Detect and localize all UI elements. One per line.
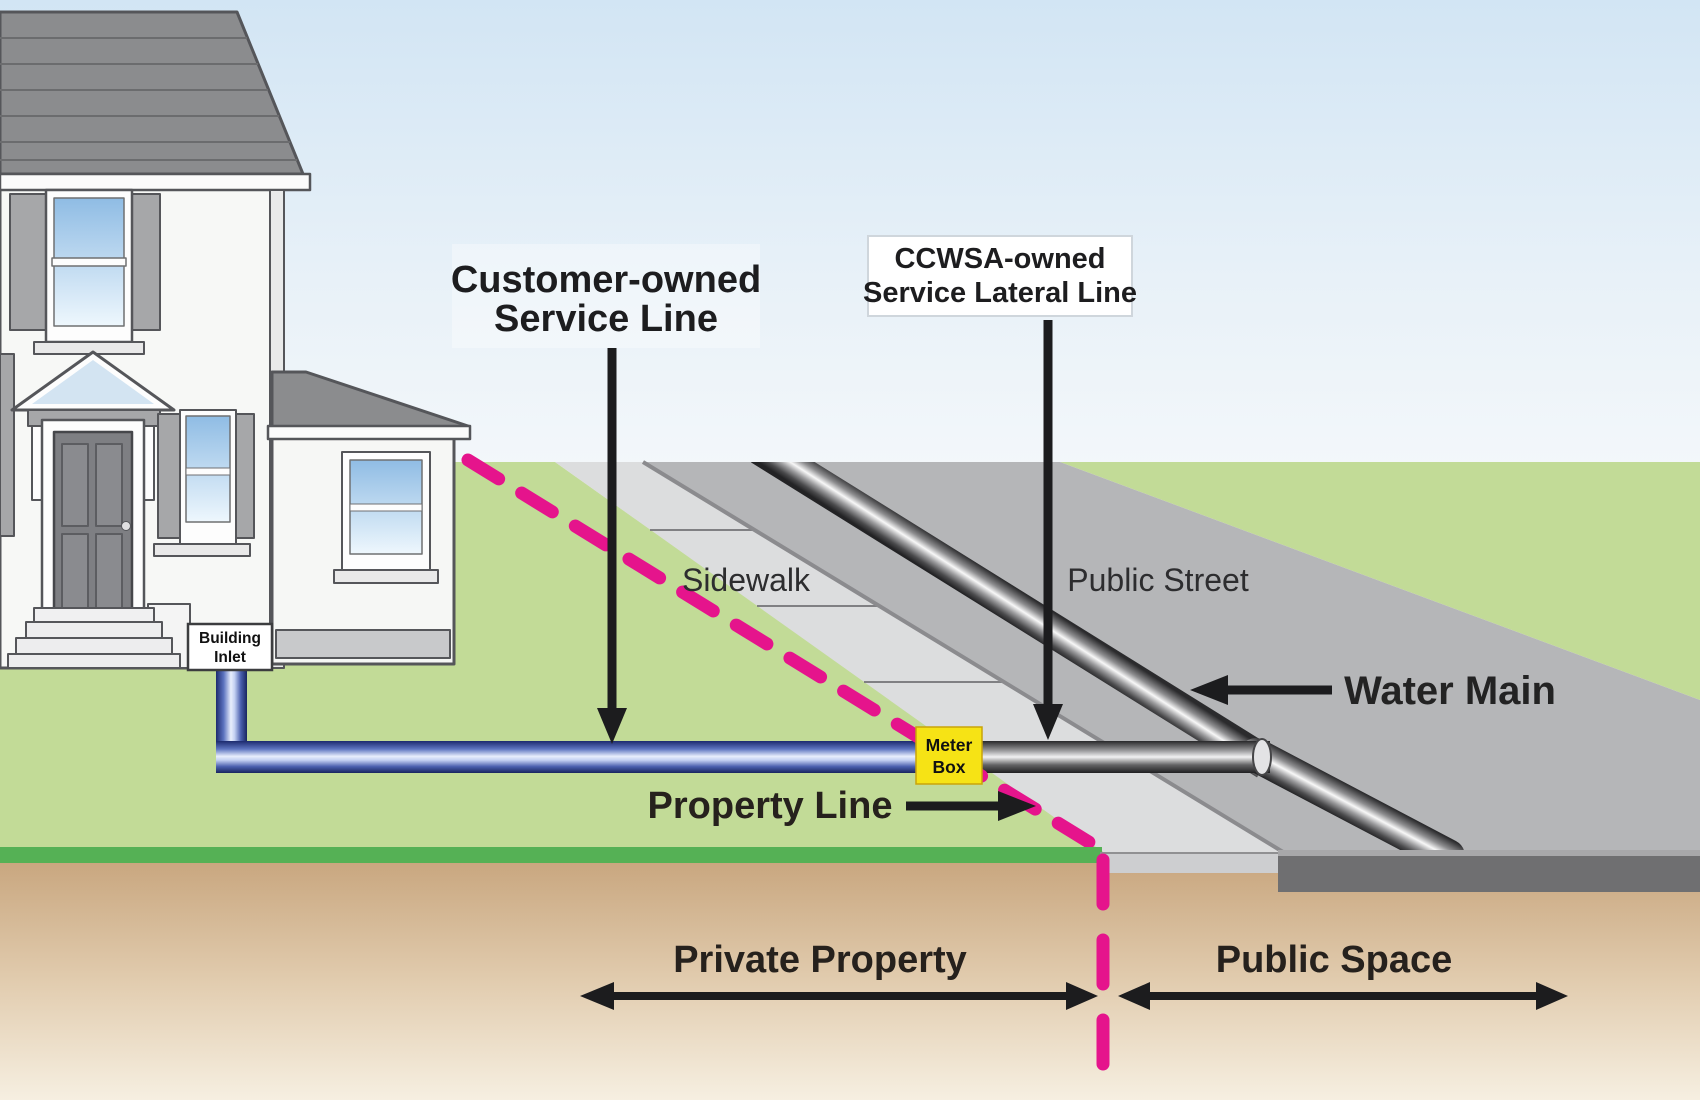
customer-service-line-label-line2: Service Line (494, 298, 718, 340)
property-line-dashed-diagonal (461, 453, 1099, 851)
house-roof (0, 10, 312, 192)
house (0, 10, 472, 670)
building-inlet-label: Building Inlet (186, 622, 274, 672)
public-street-label: Public Street (1067, 562, 1249, 598)
door-side-window (153, 409, 255, 557)
water-main-pipe-upper (751, 462, 1275, 778)
public-space-arrow (1118, 982, 1568, 1010)
customer-service-line-label-line1: Customer-owned (451, 259, 761, 301)
meter-box-label-line1: Meter (926, 735, 973, 755)
house-wing (266, 370, 472, 666)
public-space-label: Public Space (1216, 939, 1453, 981)
water-main-label: Water Main (1344, 669, 1556, 713)
wing-window (333, 451, 439, 584)
street-cross-section (1278, 850, 1700, 892)
private-property-label: Private Property (673, 939, 967, 981)
grass-edge-strip (0, 847, 1102, 863)
ccwsa-label-line2: Service Lateral Line (863, 277, 1137, 309)
front-steps (7, 603, 191, 669)
property-line-label: Property Line (648, 785, 893, 827)
private-property-arrow (580, 982, 1098, 1010)
building-inlet-label-line1: Building (199, 630, 261, 647)
ccwsa-lateral-arrow (1033, 320, 1063, 740)
curb-line (641, 460, 1285, 854)
water-main-arrow (1190, 675, 1332, 705)
left-window-shutter (0, 353, 15, 537)
service-line-pipe-horizontal (216, 741, 982, 773)
meter-box: Meter Box (915, 726, 983, 785)
meter-box-label-line2: Box (932, 757, 965, 777)
ccwsa-label-box: CCWSA-owned Service Lateral Line (863, 235, 1137, 317)
water-main-pipe-lower (1239, 738, 1465, 873)
customer-service-line-arrow (597, 348, 627, 744)
customer-label-backdrop (452, 244, 760, 348)
upper-window (9, 188, 161, 355)
sidewalk-cross-section (1100, 852, 1282, 873)
ccwsa-label-line1: CCWSA-owned (894, 243, 1105, 275)
building-inlet-label-line2: Inlet (214, 649, 246, 666)
property-line-arrow (906, 791, 1036, 821)
door-knob (121, 521, 131, 531)
ccwsa-lateral-pipe (948, 741, 1270, 773)
front-door (40, 418, 146, 622)
pipe-joint-collar (1252, 738, 1272, 776)
sidewalk-label: Sidewalk (682, 562, 811, 598)
